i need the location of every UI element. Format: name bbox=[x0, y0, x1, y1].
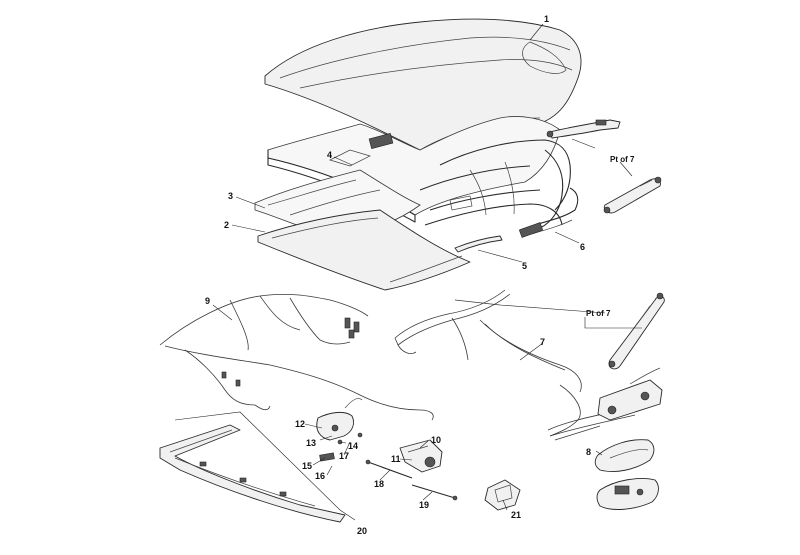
wiring-harness bbox=[159, 293, 434, 421]
callout-18: 18 bbox=[374, 479, 384, 489]
latch-handle bbox=[546, 119, 621, 139]
pump-unit bbox=[596, 478, 659, 510]
callout-14: 14 bbox=[348, 441, 358, 451]
callout-3: 3 bbox=[228, 191, 233, 201]
rod-19 bbox=[411, 484, 458, 501]
callout-15: 15 bbox=[302, 461, 312, 471]
rod-18 bbox=[365, 459, 413, 479]
callout-12: 12 bbox=[295, 419, 305, 429]
callout-16: 16 bbox=[315, 471, 325, 481]
callout-19: 19 bbox=[419, 500, 429, 510]
callout-pt-of-7-upper: Pt of 7 bbox=[610, 155, 635, 164]
callout-21: 21 bbox=[511, 510, 521, 520]
callout-7: 7 bbox=[540, 337, 545, 347]
hydraulic-lines bbox=[394, 289, 663, 441]
callout-20: 20 bbox=[357, 526, 367, 536]
mounting-bracket bbox=[484, 479, 521, 511]
callout-11: 11 bbox=[391, 454, 401, 464]
rear-frame bbox=[518, 187, 579, 238]
callout-5: 5 bbox=[522, 261, 527, 271]
callout-1: 1 bbox=[544, 14, 549, 24]
callout-8: 8 bbox=[586, 447, 591, 457]
callout-6: 6 bbox=[580, 242, 585, 252]
callout-labels: 1 2 3 4 5 6 7 8 9 10 11 12 13 14 15 16 1… bbox=[205, 14, 635, 536]
leader-lines bbox=[212, 23, 642, 511]
hydraulic-strut-upper bbox=[603, 176, 662, 214]
roof-frame-assembly bbox=[267, 116, 571, 229]
tonneau-rail bbox=[159, 411, 356, 523]
pump-cover bbox=[594, 439, 655, 472]
callout-pt-of-7-lower: Pt of 7 bbox=[586, 309, 611, 318]
motor-assembly bbox=[399, 439, 443, 473]
callout-4: 4 bbox=[327, 150, 332, 160]
callout-17: 17 bbox=[339, 451, 349, 461]
hydraulic-ram bbox=[608, 292, 665, 370]
latch-mechanism bbox=[316, 398, 363, 462]
trim-panel bbox=[257, 209, 471, 291]
seal-strip bbox=[454, 235, 503, 253]
callout-13: 13 bbox=[306, 438, 316, 448]
callout-2: 2 bbox=[224, 220, 229, 230]
callout-10: 10 bbox=[431, 435, 441, 445]
callout-9: 9 bbox=[205, 296, 210, 306]
